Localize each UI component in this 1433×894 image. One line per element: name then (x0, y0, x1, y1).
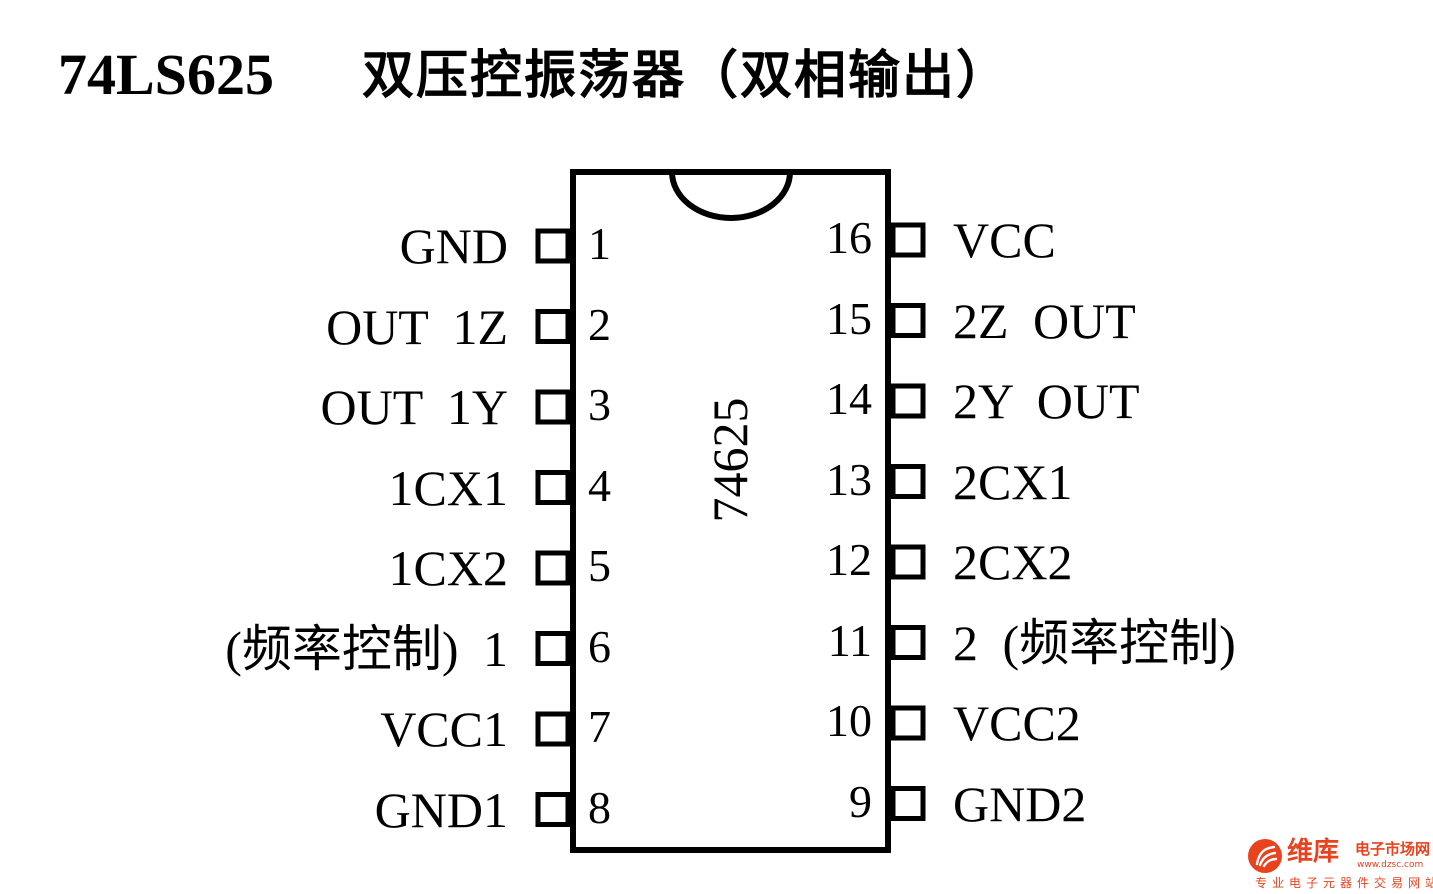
pin-15-pad (890, 303, 926, 338)
pin-12-pad (890, 544, 926, 580)
pin-16-label: VCC (953, 212, 1056, 268)
pin-3-pad (535, 389, 571, 425)
part-number-title: 74LS625 (58, 42, 274, 107)
pin-7-number: 7 (588, 701, 611, 752)
pin-7-pad (535, 711, 571, 747)
pin-4-number: 4 (588, 459, 611, 511)
pin-4-label: 1CX1 (388, 459, 508, 516)
watermark-subtitle: 电子市场网 (1355, 840, 1431, 858)
pin-13-pad (890, 464, 926, 499)
pin-8-pad (535, 792, 571, 827)
pin-1-pad (535, 228, 571, 264)
pin-10-number: 10 (826, 695, 872, 746)
pin-2-number: 2 (588, 298, 611, 350)
pin-13-label: 2CX1 (953, 453, 1073, 510)
watermark: 维库 电子市场网 www.dzsc.com 专业电子元器件交易网站 (1245, 834, 1433, 892)
pin-6-number: 6 (588, 620, 611, 672)
pin-14-pad (890, 383, 926, 419)
pin-5-pad (535, 550, 571, 586)
pin-14-number: 14 (826, 373, 872, 424)
pin-12-number: 12 (826, 534, 872, 585)
pin-14-label: 2Y OUT (953, 373, 1140, 429)
pin-9-number: 9 (849, 775, 872, 827)
pin-16-pad (890, 222, 926, 258)
pin-9-label: GND2 (953, 775, 1087, 832)
pin-12-label: 2CX2 (953, 534, 1073, 590)
pin-8-number: 8 (588, 781, 611, 833)
pin-11-number: 11 (827, 614, 872, 666)
pin-8-label: GND1 (374, 781, 508, 838)
pin-2-label: OUT 1Z (326, 298, 508, 355)
pin-9-pad (890, 786, 926, 821)
pin-11-pad (890, 625, 926, 660)
pin-10-pad (890, 705, 926, 741)
watermark-brand: 维库 (1287, 837, 1340, 867)
pin-3-number: 3 (588, 379, 611, 430)
pin-13-number: 13 (826, 453, 872, 505)
chip-part-label: 74625 (702, 397, 758, 523)
pin-1-number: 1 (588, 218, 611, 269)
pin-7-label: VCC1 (380, 701, 508, 757)
pin-6-label: (频率控制) 1 (225, 620, 508, 677)
pin-4-pad (535, 470, 571, 505)
pin-2-pad (535, 309, 571, 344)
watermark-url: www.dzsc.com (1357, 860, 1424, 870)
pin-3-label: OUT 1Y (320, 379, 508, 435)
pin1-notch (668, 169, 794, 221)
pin-6-pad (535, 631, 571, 666)
part-description-title: 双压控振荡器（双相输出） (362, 46, 1011, 106)
pin-16-number: 16 (826, 212, 872, 263)
dzsc-logo-icon (1248, 839, 1282, 873)
pin-5-number: 5 (588, 540, 611, 591)
pin-15-label: 2Z OUT (953, 292, 1136, 349)
pin-15-number: 15 (826, 292, 872, 344)
pin-1-label: GND (399, 218, 508, 274)
watermark-tagline: 专业电子元器件交易网站 (1255, 876, 1433, 890)
pin-11-label: 2 (频率控制) (953, 614, 1236, 671)
pin-5-label: 1CX2 (388, 540, 508, 596)
pin-10-label: VCC2 (953, 695, 1081, 751)
